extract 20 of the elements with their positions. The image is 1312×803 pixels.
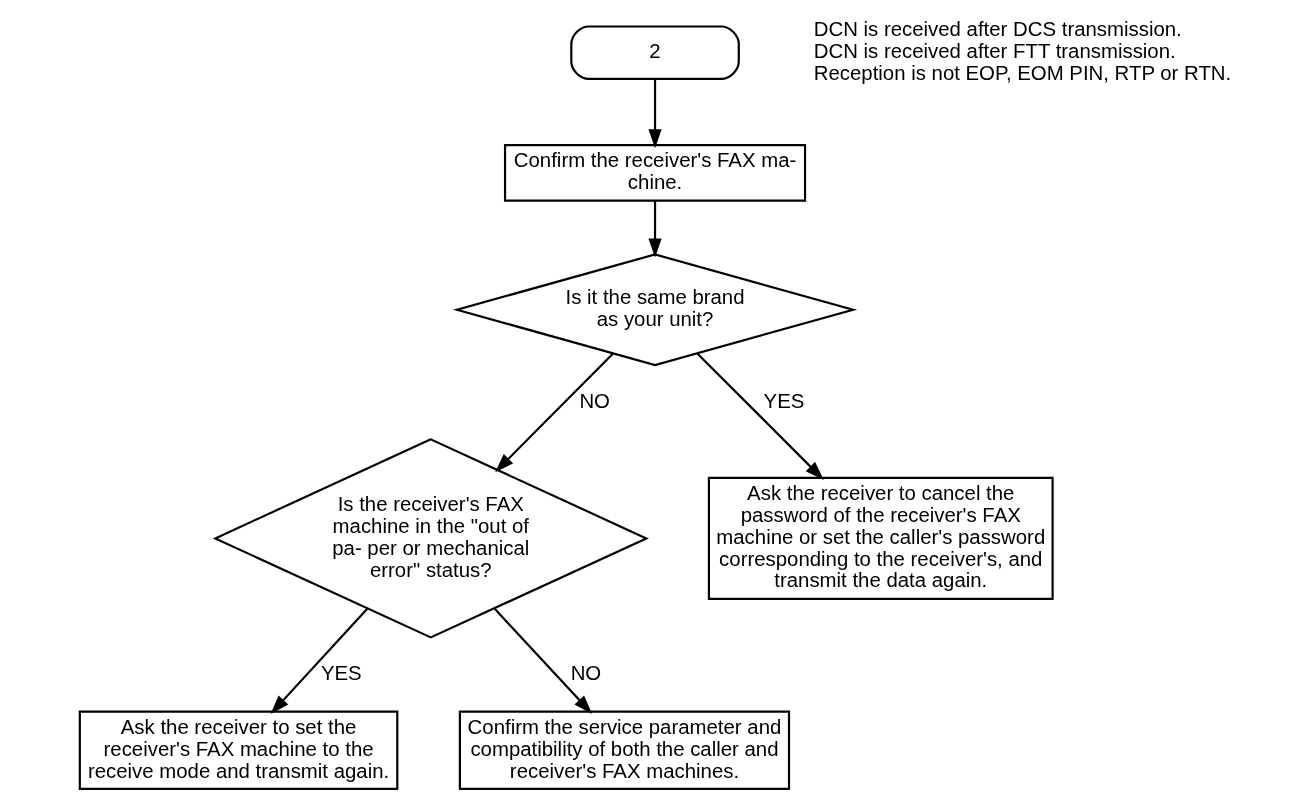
arrow (647, 200, 662, 258)
arrow (647, 79, 662, 149)
edge-label: NO (578, 389, 610, 412)
label: Reception is not EOP, EOM PIN, RTP or RTN. (813, 61, 1231, 84)
node-box: 2 (569, 25, 740, 81)
node-diamond: Is the receiver's FAX machine in the "out of pa- per or mechanical error" status? (212, 438, 649, 639)
node-diamond: Is it the same brand as your unit? (452, 253, 857, 367)
arrow (270, 608, 368, 714)
node-box: Confirm the receiver's FAX ma- chine. (503, 144, 806, 202)
label: DCN is received after DCS transmission. (813, 18, 1182, 41)
node-box: Ask the receiver to set the receiver's FAX machine to the receive mode and transmit again. (78, 710, 398, 790)
edge-label: NO (570, 661, 601, 684)
arrow (494, 352, 614, 473)
node-box: Confirm the service parameter and compatibility of both the caller and receiver's FAX machines. (458, 710, 790, 790)
edge-label: YES (320, 661, 362, 684)
edge-label: YES (763, 389, 804, 412)
label: DCN is received after FTT transmission. (813, 40, 1176, 63)
node-box: Ask the receiver to cancel the password of the receiver's FAX machine or set the caller's password corresponding to the receiver's, and transmit the data again. (707, 476, 1054, 600)
arrow (696, 352, 824, 480)
arrow (493, 608, 592, 714)
